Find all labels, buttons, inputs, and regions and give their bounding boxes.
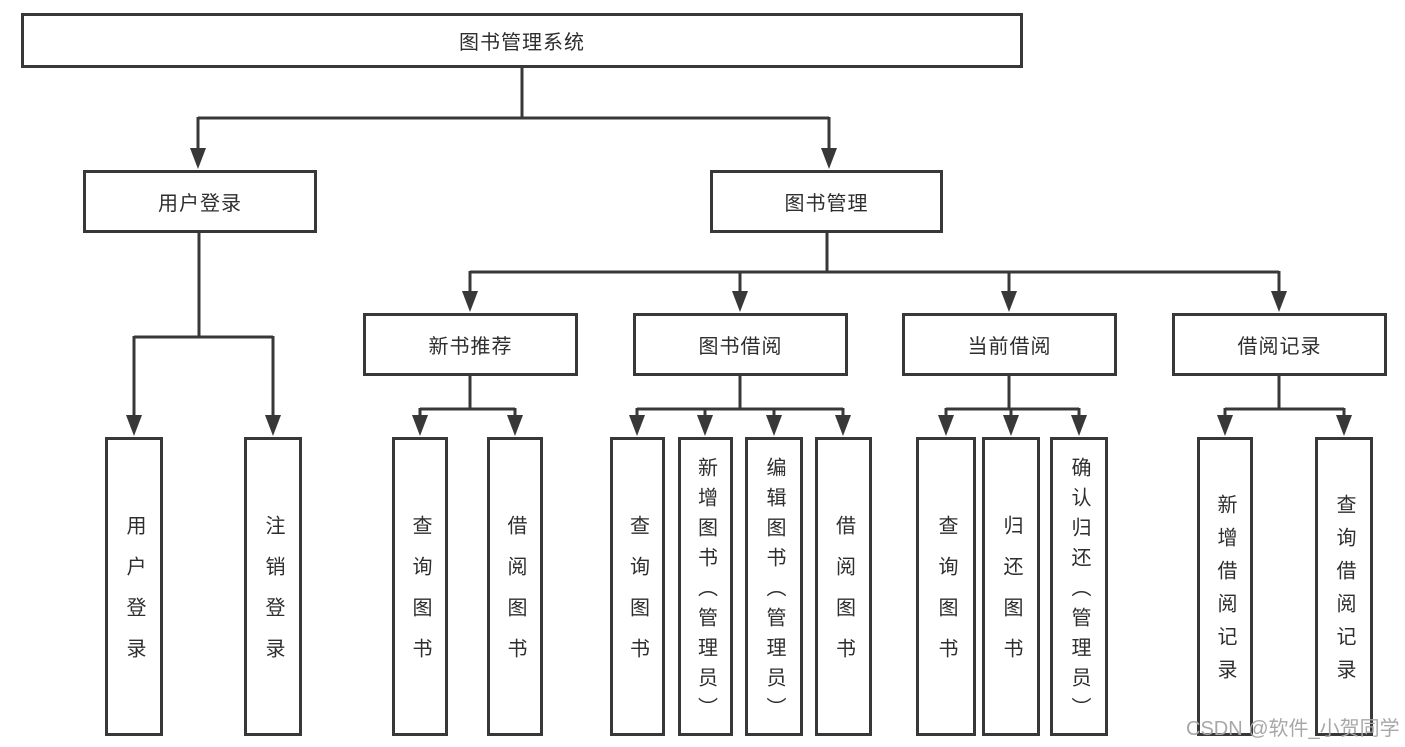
leaf-logout: 注销登录 <box>244 437 302 736</box>
node-book-borrow-label: 图书借阅 <box>698 336 783 358</box>
leaf-edit-books-admin-label: 编辑图书（管理员） <box>763 456 785 727</box>
node-new-book-recommend: 新书推荐 <box>363 313 578 376</box>
leaf-query-books-borrow: 查询图书 <box>610 437 665 736</box>
leaf-add-books-admin: 新增图书（管理员） <box>678 437 733 736</box>
node-current-borrow: 当前借阅 <box>902 313 1117 376</box>
leaf-user-login: 用户登录 <box>105 437 163 736</box>
node-user-login-label: 用户登录 <box>158 193 242 215</box>
leaf-borrow-books: 借阅图书 <box>815 437 872 736</box>
leaf-confirm-return-admin-label: 确认归还（管理员） <box>1068 456 1090 727</box>
csdn-watermark: CSDN @软件_小贺同学 <box>1186 718 1400 740</box>
arrowheads <box>126 148 1352 436</box>
node-book-management-label: 图书管理 <box>784 193 869 215</box>
leaf-query-books-borrow-label: 查询图书 <box>626 515 649 679</box>
leaf-query-borrow-record-label: 查询借阅记录 <box>1333 494 1355 692</box>
node-current-borrow-label: 当前借阅 <box>967 336 1052 358</box>
node-borrow-records: 借阅记录 <box>1172 313 1387 376</box>
leaf-query-books-current: 查询图书 <box>916 437 976 736</box>
leaf-borrow-books-recommend: 借阅图书 <box>487 437 543 736</box>
leaf-borrow-books-label: 借阅图书 <box>832 515 855 679</box>
leaf-logout-label: 注销登录 <box>262 515 284 679</box>
leaf-query-books-current-label: 查询图书 <box>935 515 957 679</box>
leaf-return-books-label: 归还图书 <box>1000 515 1022 679</box>
leaf-add-borrow-record-label: 新增借阅记录 <box>1214 494 1236 692</box>
node-book-management: 图书管理 <box>710 170 943 233</box>
leaf-user-login-label: 用户登录 <box>123 515 145 679</box>
leaf-borrow-books-recommend-label: 借阅图书 <box>504 515 526 679</box>
leaf-add-borrow-record: 新增借阅记录 <box>1197 437 1253 736</box>
node-borrow-records-label: 借阅记录 <box>1237 336 1322 358</box>
node-new-book-recommend-label: 新书推荐 <box>428 336 513 358</box>
leaf-edit-books-admin: 编辑图书（管理员） <box>745 437 803 736</box>
leaf-return-books: 归还图书 <box>982 437 1040 736</box>
leaf-confirm-return-admin: 确认归还（管理员） <box>1050 437 1108 736</box>
leaf-query-books-recommend-label: 查询图书 <box>409 515 431 679</box>
node-user-login: 用户登录 <box>83 170 317 233</box>
leaf-query-borrow-record: 查询借阅记录 <box>1315 437 1373 736</box>
leaf-query-books-recommend: 查询图书 <box>392 437 448 736</box>
node-root: 图书管理系统 <box>21 13 1023 68</box>
leaf-add-books-admin-label: 新增图书（管理员） <box>694 456 717 727</box>
node-root-label: 图书管理系统 <box>459 32 585 54</box>
node-book-borrow: 图书借阅 <box>633 313 848 376</box>
